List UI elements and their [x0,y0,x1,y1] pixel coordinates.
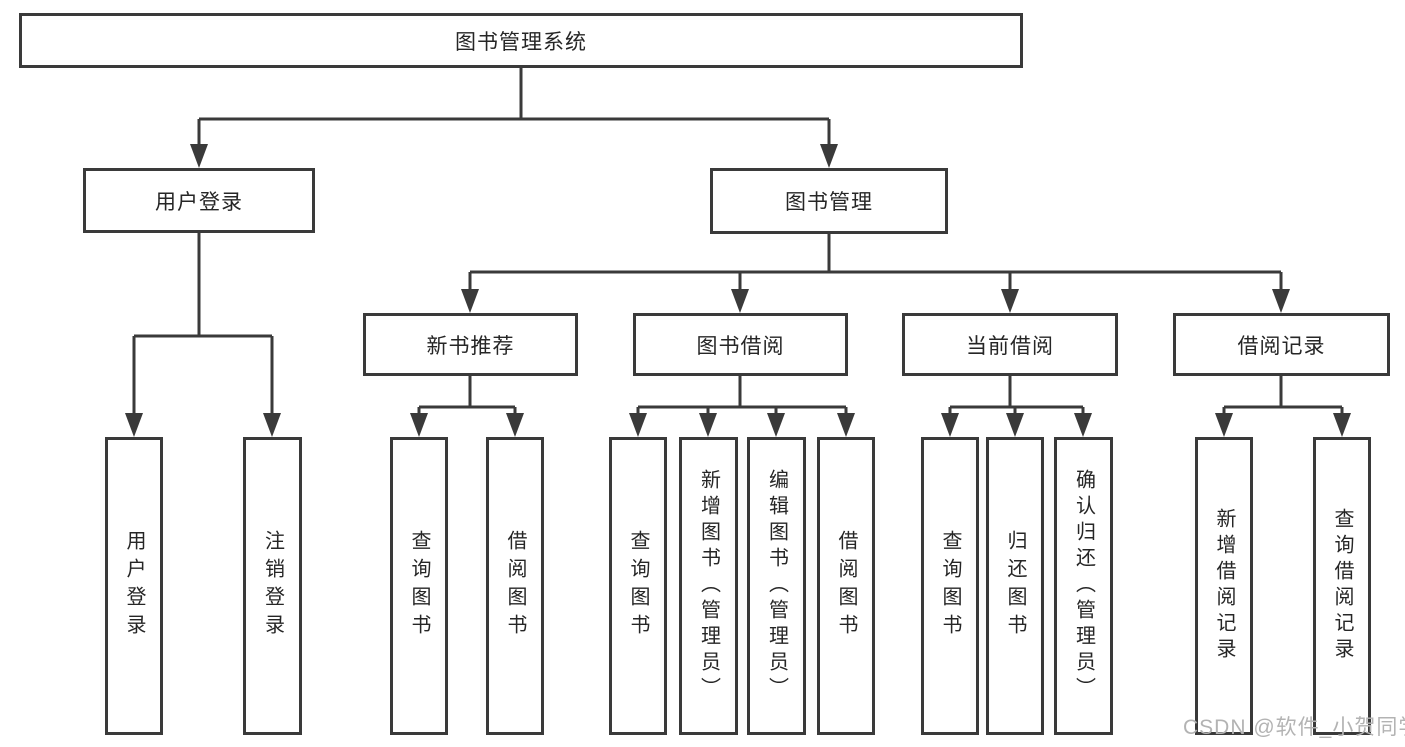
csdn-watermark: CSDN @软件_小贺同学 [1183,716,1405,739]
node-current-borrowing: 当前借阅 [902,313,1118,376]
leaf-return-book: 归还图书 [986,437,1044,735]
node-book-borrowing: 图书借阅 [633,313,848,376]
leaf-borrow-books: 借阅图书 [817,437,875,735]
leaf-borrow-books-recommend: 借阅图书 [486,437,544,735]
node-book-management: 图书管理 [710,168,948,234]
leaf-edit-book-admin: 编辑图书（管理员） [747,437,806,735]
leaf-logout: 注销登录 [243,437,302,735]
leaf-query-borrow-record: 查询借阅记录 [1313,437,1371,735]
leaf-add-borrow-record: 新增借阅记录 [1195,437,1253,735]
leaf-query-books-current: 查询图书 [921,437,979,735]
node-new-book-recommend: 新书推荐 [363,313,578,376]
leaf-query-books-borrowing: 查询图书 [609,437,667,735]
leaf-add-book-admin: 新增图书（管理员） [679,437,738,735]
node-root: 图书管理系统 [19,13,1023,68]
node-borrow-records: 借阅记录 [1173,313,1390,376]
node-user-login: 用户登录 [83,168,315,233]
leaf-query-books-recommend: 查询图书 [390,437,448,735]
leaf-confirm-return-admin: 确认归还（管理员） [1054,437,1113,735]
leaf-user-login: 用户登录 [105,437,163,735]
